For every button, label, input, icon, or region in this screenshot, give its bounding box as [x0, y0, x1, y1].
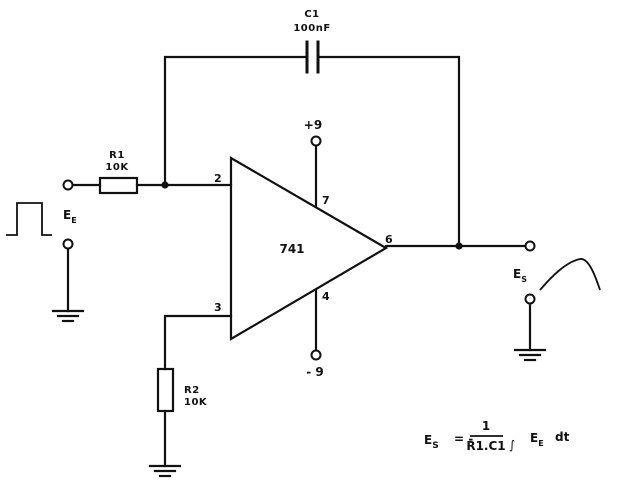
junction-dot-input — [161, 181, 169, 189]
noninv-input-wire — [163, 314, 233, 371]
positive-supply-label: +9 — [304, 118, 322, 132]
r2-ref-label: R2 — [184, 385, 200, 396]
negative-supply-label: - 9 — [306, 365, 324, 379]
integrator-formula: ES = - 1 R1.C1 ∫ EE dt — [424, 419, 570, 453]
formula-denominator: R1.C1 — [466, 439, 505, 453]
pin-3-label: 3 — [214, 301, 222, 314]
ground-icon-input — [51, 247, 85, 323]
output-ground-terminal — [524, 293, 536, 305]
ground-icon-r2 — [148, 409, 182, 478]
c1-value-label: 100nF — [293, 23, 330, 34]
feedback-wires — [163, 55, 461, 248]
formula-equals: = - — [454, 432, 473, 446]
pin-7-label: 7 — [322, 194, 330, 207]
input-terminal — [62, 179, 74, 191]
opamp-triangle — [229, 156, 389, 341]
r1-ref-label: R1 — [109, 150, 125, 161]
pin-4-label: 4 — [322, 290, 330, 303]
r2-value-label: 10K — [184, 397, 208, 408]
resistor-r1 — [98, 176, 139, 195]
output-label: ES — [513, 267, 527, 284]
output-terminal — [524, 240, 536, 252]
formula-integrand: EE — [530, 431, 544, 448]
r1-value-label: 10K — [105, 162, 129, 173]
formula-numerator: 1 — [482, 419, 490, 433]
ramp-waveform-icon — [539, 258, 601, 291]
negative-supply-terminal — [310, 349, 322, 361]
resistor-r2 — [156, 367, 175, 413]
input-label: EE — [63, 208, 77, 225]
formula-integral: ∫ — [509, 438, 515, 452]
positive-supply-terminal — [310, 135, 322, 147]
pin-6-label: 6 — [385, 233, 393, 246]
input-ground-terminal — [62, 238, 74, 250]
pin-2-label: 2 — [214, 172, 222, 185]
square-pulse-icon — [6, 202, 52, 236]
junction-dot-output — [455, 242, 463, 250]
opamp-part-label: 741 — [279, 242, 304, 256]
formula-dt: dt — [555, 430, 570, 444]
formula-lhs: ES — [424, 433, 439, 451]
capacitor-c1 — [305, 40, 320, 74]
c1-ref-label: C1 — [304, 9, 319, 20]
ground-icon-output — [513, 302, 547, 362]
